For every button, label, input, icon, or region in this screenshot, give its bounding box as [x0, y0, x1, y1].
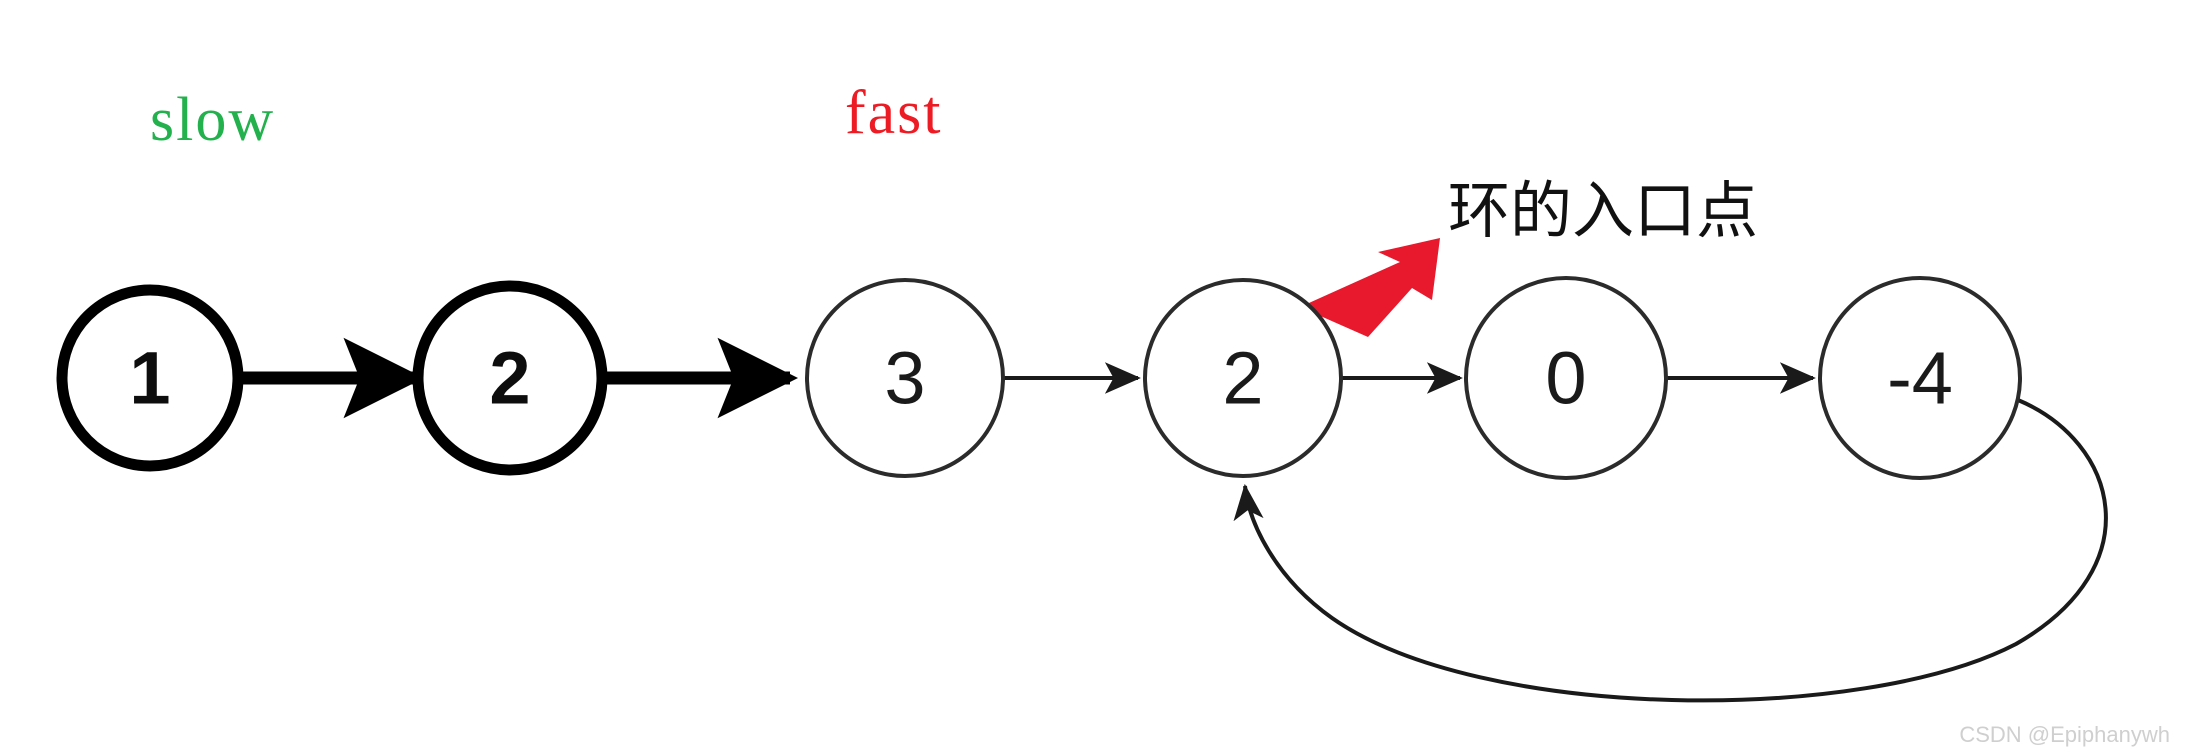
node-2[interactable]: 2: [412, 280, 608, 476]
node-1-circle: [56, 284, 244, 472]
node-2-label: 2: [489, 337, 530, 420]
node-4-cycle-entry[interactable]: 2: [1143, 278, 1343, 478]
node-3[interactable]: 3: [805, 278, 1005, 478]
node-1[interactable]: 1: [56, 284, 244, 472]
node-3-circle: [805, 278, 1005, 478]
node-5-label: 0: [1545, 337, 1586, 420]
node-6-circle: [1818, 276, 2022, 480]
node-5[interactable]: 0: [1464, 276, 1668, 480]
node-5-circle: [1464, 276, 1668, 480]
cycle-entry-annotation: 环的入口点: [1300, 174, 1761, 337]
node-1-label: 1: [129, 337, 170, 420]
watermark: CSDN @Epiphanywh: [1959, 722, 2170, 747]
red-callout-arrow: [1300, 238, 1440, 337]
node-6[interactable]: -4: [1818, 276, 2022, 480]
node-2-circle: [412, 280, 608, 476]
node-group: 1 2 3 2 0 -4: [56, 276, 2022, 480]
pointer-label-slow: slow: [150, 86, 275, 154]
cycle-entry-annotation-text: 环的入口点: [1448, 177, 1758, 246]
pointer-label-fast: fast: [845, 79, 943, 147]
edge-cycle-back-n6-n4: [1233, 398, 2108, 703]
node-4-circle: [1143, 278, 1343, 478]
node-6-label: -4: [1887, 337, 1953, 420]
node-4-label: 2: [1222, 337, 1263, 420]
node-3-label: 3: [884, 337, 925, 420]
